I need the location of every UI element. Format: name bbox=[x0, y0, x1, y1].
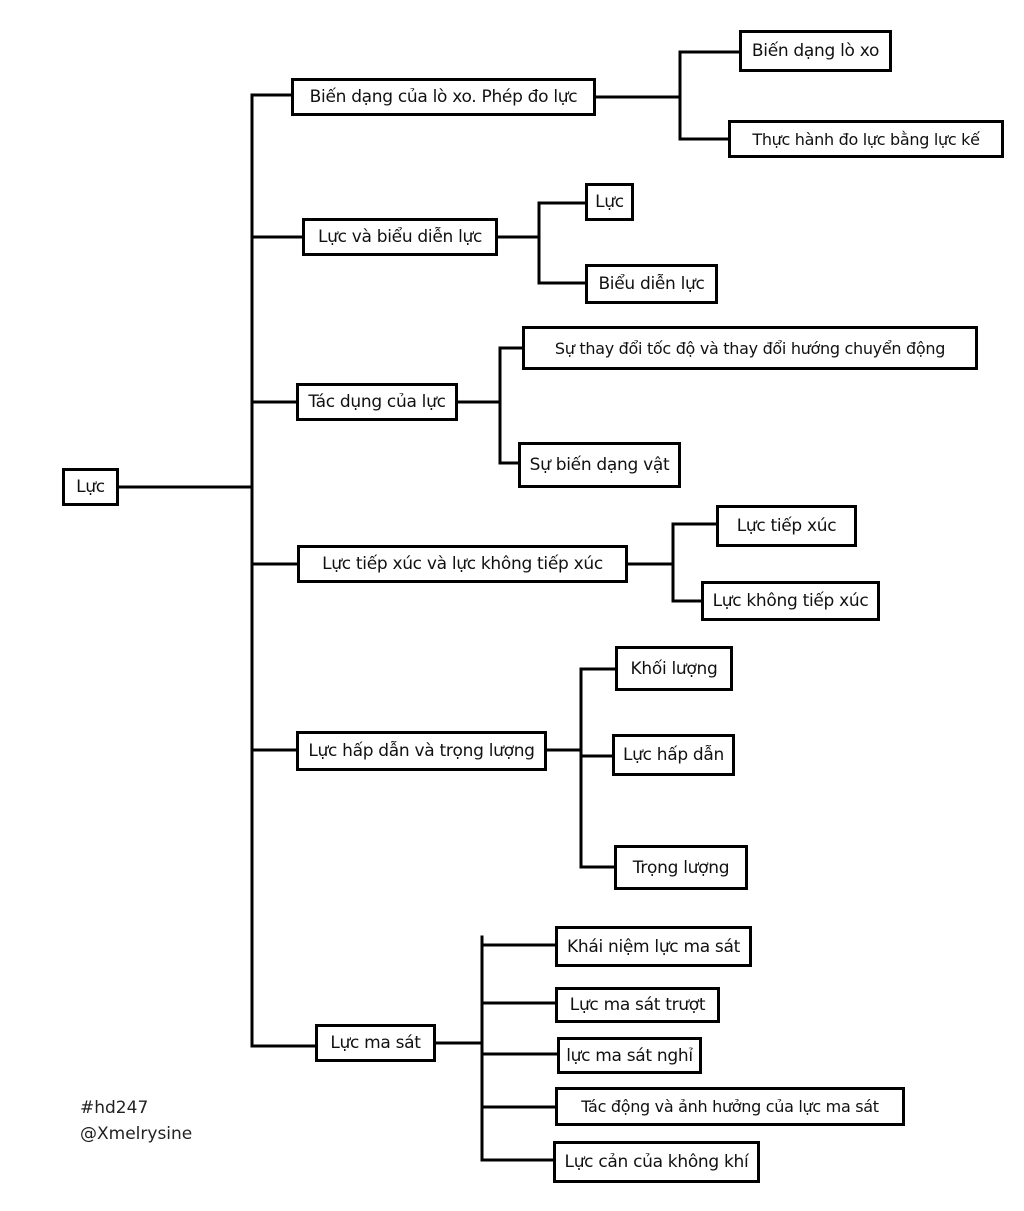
leaf-node-1-2: Thực hành đo lực bằng lực kế bbox=[728, 120, 1004, 158]
leaf-node-3-2: Sự biến dạng vật bbox=[518, 442, 681, 488]
leaf-node-6-3: lực ma sát nghỉ bbox=[557, 1037, 702, 1074]
watermark-handle: @Xmelrysine bbox=[80, 1124, 193, 1144]
branch-node-1: Biến dạng của lò xo. Phép đo lực bbox=[291, 78, 596, 116]
leaf-node-4-1: Lực tiếp xúc bbox=[716, 505, 857, 547]
leaf-node-6-1: Khái niệm lực ma sát bbox=[555, 926, 752, 967]
branch-node-5: Lực hấp dẫn và trọng lượng bbox=[296, 731, 547, 771]
leaf-node-4-2: Lực không tiếp xúc bbox=[701, 581, 880, 621]
leaf-node-6-4: Tác động và ảnh hưởng của lực ma sát bbox=[555, 1087, 905, 1126]
watermark: #hd247 @Xmelrysine bbox=[80, 1095, 192, 1147]
watermark-hashtag: #hd247 bbox=[80, 1098, 149, 1118]
leaf-node-5-3: Trọng lượng bbox=[614, 845, 748, 890]
root-node: Lực bbox=[62, 468, 119, 506]
branch-node-3: Tác dụng của lực bbox=[296, 383, 458, 421]
branch-node-6: Lực ma sát bbox=[315, 1024, 436, 1062]
leaf-node-3-1: Sự thay đổi tốc độ và thay đổi hướng chu… bbox=[522, 326, 978, 370]
leaf-node-2-1: Lực bbox=[585, 183, 634, 221]
leaf-node-5-1: Khối lượng bbox=[615, 646, 733, 691]
leaf-node-6-5: Lực cản của không khí bbox=[553, 1141, 760, 1183]
leaf-node-5-2: Lực hấp dẫn bbox=[612, 734, 735, 776]
branch-node-2: Lực và biểu diễn lực bbox=[302, 218, 498, 256]
leaf-node-6-2: Lực ma sát trượt bbox=[555, 987, 720, 1023]
leaf-node-2-2: Biểu diễn lực bbox=[585, 264, 718, 304]
branch-node-4: Lực tiếp xúc và lực không tiếp xúc bbox=[297, 545, 628, 583]
leaf-node-1-1: Biến dạng lò xo bbox=[739, 30, 892, 72]
